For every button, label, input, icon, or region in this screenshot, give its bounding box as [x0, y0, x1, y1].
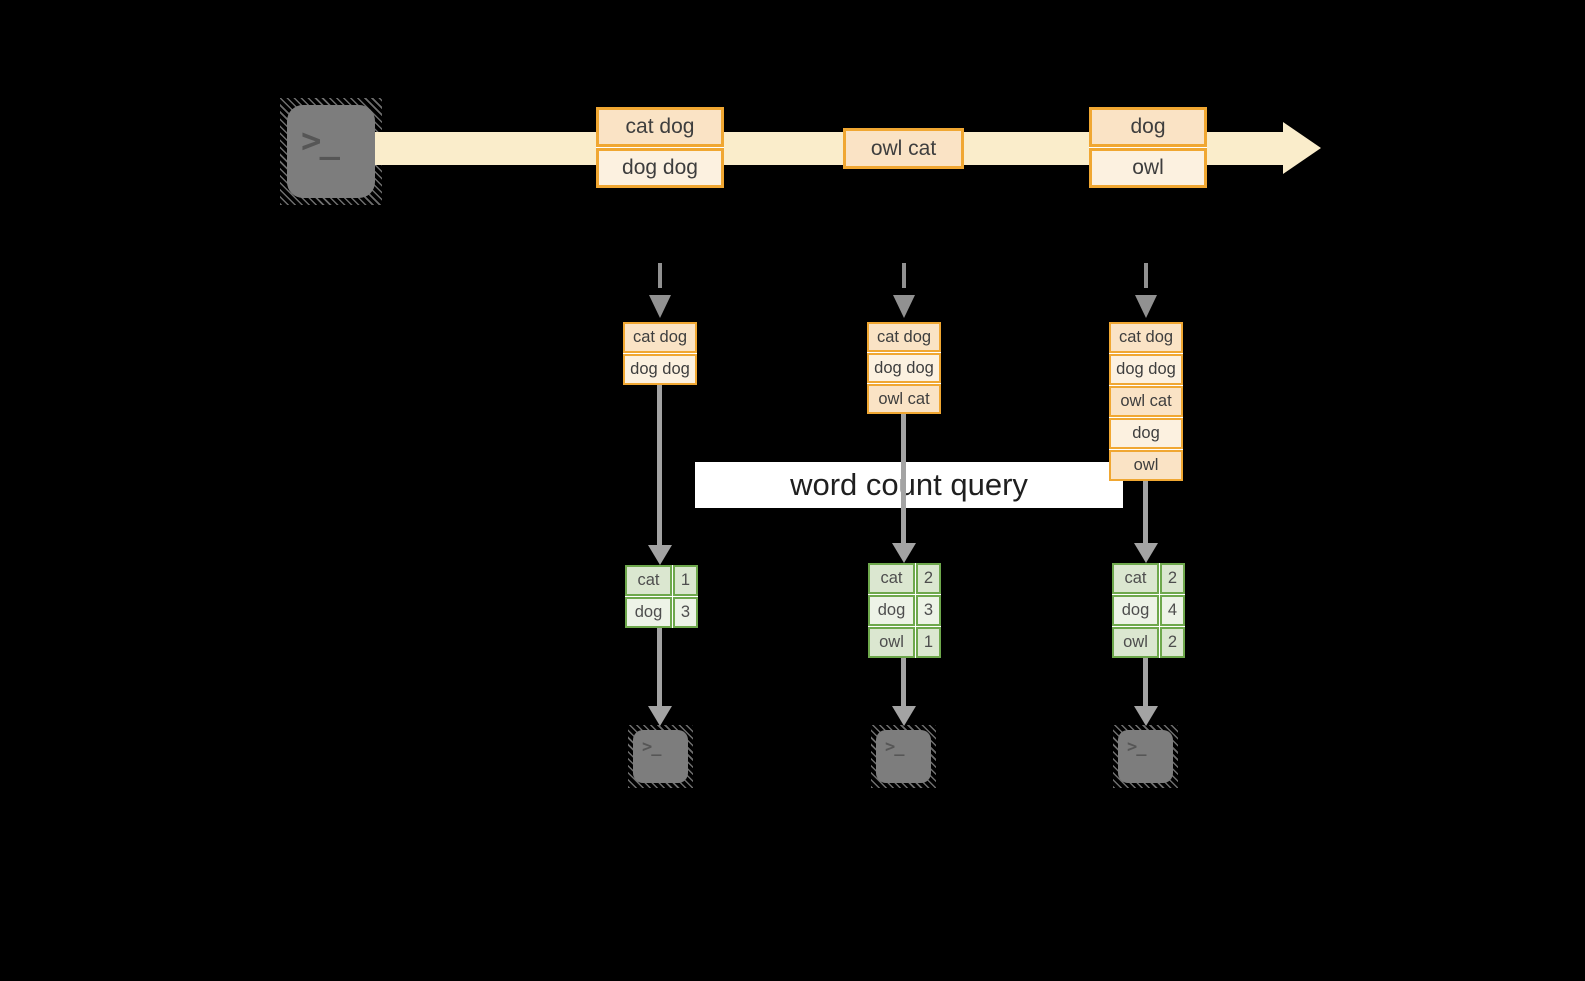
- count-word: cat: [1112, 563, 1159, 594]
- query-arrow-head-icon: [1134, 543, 1158, 563]
- buffer-line: owl cat: [1109, 386, 1183, 417]
- count-word: dog: [868, 595, 915, 626]
- query-arrow-head-icon: [892, 543, 916, 563]
- output-arrow-head-icon: [648, 706, 672, 726]
- output-arrow-line: [1143, 658, 1148, 706]
- event-line: owl: [1089, 148, 1207, 188]
- terminal-screen: >_: [1118, 730, 1173, 783]
- query-arrow-head-icon: [648, 545, 672, 565]
- count-word: owl: [868, 627, 915, 658]
- count-value: 1: [673, 565, 698, 596]
- count-table-1: cat 1 dog 3: [625, 565, 698, 628]
- buffer-line: dog dog: [623, 354, 697, 385]
- count-value: 2: [1160, 563, 1185, 594]
- count-table-3: cat 2 dog 4 owl 2: [1112, 563, 1185, 658]
- count-value: 3: [673, 597, 698, 628]
- buffer-line: cat dog: [623, 322, 697, 353]
- buffer-line: cat dog: [1109, 322, 1183, 353]
- stream-arrowhead-icon: [1283, 122, 1321, 174]
- count-word: cat: [625, 565, 672, 596]
- buffer-line: dog dog: [1109, 354, 1183, 385]
- buffer-line: owl cat: [867, 384, 941, 414]
- stream-event-2: owl cat: [843, 128, 964, 169]
- count-word: owl: [1112, 627, 1159, 658]
- stream-event-3: dog owl: [1089, 107, 1207, 188]
- dashed-arrow-line: [902, 263, 906, 288]
- count-word: dog: [625, 597, 672, 628]
- output-arrow-line: [901, 658, 906, 706]
- buffer-line: cat dog: [867, 322, 941, 352]
- event-line: dog dog: [596, 148, 724, 188]
- output-arrow-line: [657, 628, 662, 706]
- buffer-line: dog dog: [867, 353, 941, 383]
- terminal-prompt-glyph: >_: [885, 737, 905, 757]
- count-value: 4: [1160, 595, 1185, 626]
- terminal-screen: >_: [287, 105, 375, 198]
- terminal-prompt-glyph: >_: [1127, 737, 1147, 757]
- event-buffer-2: cat dog dog dog owl cat: [867, 322, 941, 414]
- query-arrow-line: [1143, 481, 1148, 543]
- event-line: cat dog: [596, 107, 724, 147]
- count-value: 1: [916, 627, 941, 658]
- query-label: word count query: [790, 467, 1028, 502]
- dashed-arrow-head-icon: [649, 295, 671, 318]
- terminal-source-icon: >_: [280, 98, 382, 205]
- query-label-banner: word count query: [695, 462, 1123, 508]
- dashed-arrow-head-icon: [893, 295, 915, 318]
- terminal-output-icon-2: >_: [871, 725, 936, 788]
- event-buffer-1: cat dog dog dog: [623, 322, 697, 385]
- dashed-arrow-head-icon: [1135, 295, 1157, 318]
- buffer-line: dog: [1109, 418, 1183, 449]
- buffer-line: owl: [1109, 450, 1183, 481]
- terminal-output-icon-3: >_: [1113, 725, 1178, 788]
- event-line: dog: [1089, 107, 1207, 147]
- count-table-2: cat 2 dog 3 owl 1: [868, 563, 941, 658]
- terminal-prompt-glyph: >_: [301, 121, 340, 161]
- output-arrow-head-icon: [1134, 706, 1158, 726]
- event-buffer-3: cat dog dog dog owl cat dog owl: [1109, 322, 1183, 481]
- count-value: 2: [1160, 627, 1185, 658]
- stream-event-1: cat dog dog dog: [596, 107, 724, 188]
- query-arrow-line: [657, 385, 662, 545]
- count-word: dog: [1112, 595, 1159, 626]
- count-value: 2: [916, 563, 941, 594]
- count-value: 3: [916, 595, 941, 626]
- terminal-output-icon-1: >_: [628, 725, 693, 788]
- dashed-arrow-line: [658, 263, 662, 288]
- output-arrow-head-icon: [892, 706, 916, 726]
- terminal-prompt-glyph: >_: [642, 737, 662, 757]
- event-line: owl cat: [843, 128, 964, 169]
- dashed-arrow-line: [1144, 263, 1148, 288]
- count-word: cat: [868, 563, 915, 594]
- terminal-screen: >_: [633, 730, 688, 783]
- query-arrow-line: [901, 414, 906, 543]
- terminal-screen: >_: [876, 730, 931, 783]
